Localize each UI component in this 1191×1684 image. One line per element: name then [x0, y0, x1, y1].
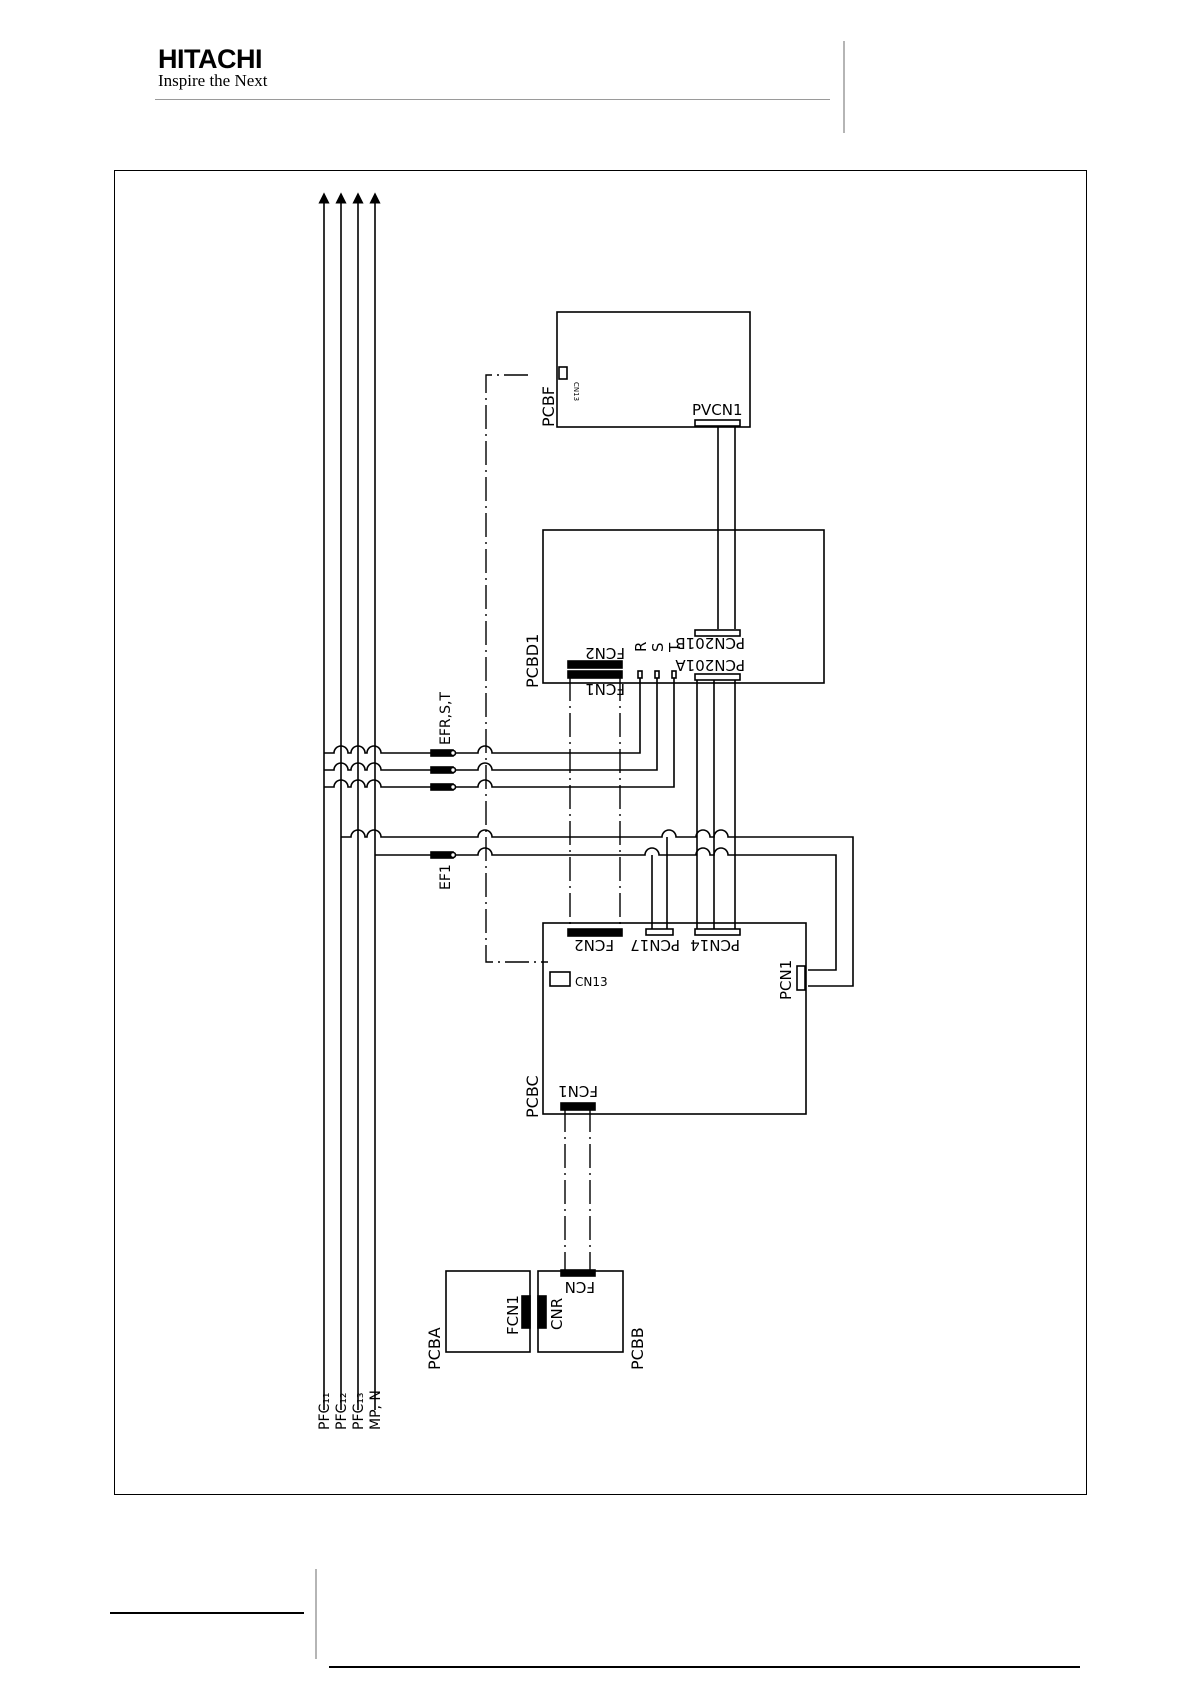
footer-rule-right — [329, 1666, 1080, 1668]
label-ef1: EF1 — [438, 864, 454, 890]
conn-cn13 — [550, 972, 570, 986]
label-fcn-b: FCN — [565, 1278, 595, 1296]
label-r: R — [632, 642, 650, 652]
label-cn13: CN13 — [575, 975, 608, 989]
label-pcbb: PCBB — [628, 1327, 647, 1370]
label-fcn1-c: FCN1 — [558, 1082, 598, 1100]
pcb-boxes — [446, 312, 824, 1352]
label-pcbd1: PCBD1 — [523, 634, 542, 688]
label-t: T — [666, 642, 684, 653]
label-s: S — [649, 642, 667, 652]
label-pcn17: PCN17 — [630, 936, 680, 954]
label-fcn2-d: FCN2 — [585, 644, 625, 662]
label-pcba: PCBA — [425, 1327, 444, 1370]
label-efrst: EFR,S,T — [438, 692, 454, 745]
label-pcn14: PCN14 — [690, 936, 740, 954]
label-fcn1-d: FCN1 — [585, 680, 625, 698]
label-pvcn1: PVCN1 — [692, 401, 743, 419]
conn-pcn17 — [646, 929, 673, 935]
conn-fcn-b — [561, 1270, 595, 1276]
conn-pvcn1 — [695, 420, 740, 426]
label-pfc12: PFC₁₂ — [334, 1393, 350, 1431]
label-fcn1-a: FCN1 — [504, 1295, 522, 1335]
footer-divider — [315, 1569, 317, 1659]
label-pcn201a: PCN201A — [675, 656, 745, 674]
label-cn13-f: CN13 — [572, 382, 580, 401]
label-pcbc: PCBC — [523, 1075, 542, 1118]
label-cnr: CNR — [548, 1298, 566, 1330]
power-bus — [324, 198, 375, 1410]
footer-rule-left — [110, 1612, 304, 1614]
conn-fcn1-c — [561, 1103, 595, 1110]
label-pfc11: PFC₁₁ — [317, 1393, 333, 1431]
conn-cn13-f — [559, 367, 567, 379]
label-pcn201b: PCN201B — [675, 634, 745, 652]
label-fcn2-c: FCN2 — [574, 936, 614, 954]
conn-pcn1 — [797, 966, 805, 990]
signal-lines — [486, 375, 620, 1275]
label-pcn1: PCN1 — [777, 960, 795, 1000]
label-pcbf: PCBF — [539, 386, 558, 427]
conn-fcn1-d — [568, 671, 622, 678]
conn-cnr — [538, 1296, 546, 1328]
label-pfc13: PFC₁₃ — [351, 1393, 367, 1431]
conn-fcn1-a — [522, 1296, 530, 1328]
control-power — [341, 424, 853, 986]
label-mpn: MP, N — [368, 1390, 384, 1430]
conn-fcn2-c — [568, 929, 622, 936]
conn-pcn14 — [695, 929, 740, 935]
